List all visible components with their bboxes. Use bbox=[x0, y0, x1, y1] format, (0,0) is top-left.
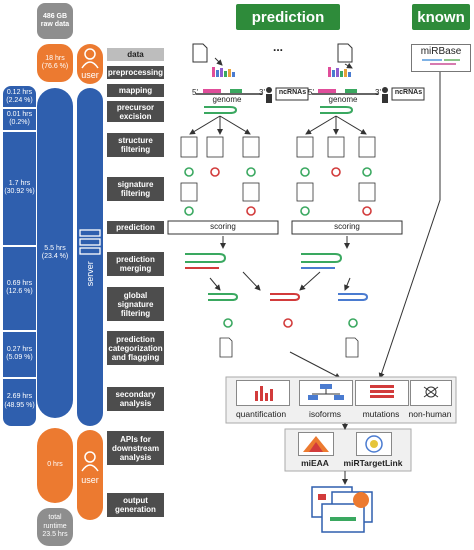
user-icon-bottom bbox=[81, 451, 99, 472]
genome-5-prime: 5' bbox=[192, 88, 198, 97]
output-cards bbox=[311, 486, 373, 533]
server-icon bbox=[79, 229, 101, 255]
step-time-bar: 0.12 hrs (2.24 %) 0.01 hrs (0.2%) 1.7 hr… bbox=[3, 86, 36, 426]
precursor-glyph bbox=[204, 106, 354, 114]
ncrnas-label: ncRNAs bbox=[394, 89, 423, 96]
scoring-label: scoring bbox=[334, 222, 360, 231]
global-signature-glyph bbox=[208, 293, 369, 301]
mieaa-card bbox=[298, 432, 334, 456]
genome-label: genome bbox=[212, 95, 242, 104]
user-icon bbox=[81, 48, 99, 69]
scoring-label: scoring bbox=[210, 222, 236, 231]
ncrna-icon bbox=[266, 87, 272, 103]
structure-filter-column bbox=[180, 136, 376, 158]
known-header: known bbox=[412, 4, 470, 30]
total-runtime-badge: total runtime 23.5 hrs bbox=[37, 508, 73, 546]
server-actor: server bbox=[77, 88, 103, 426]
segment-categorization: 0.27 hrs (5.09 %) bbox=[6, 345, 33, 362]
user-actor-label-bottom: user bbox=[81, 475, 99, 485]
mutations-card bbox=[355, 380, 409, 406]
bar-chart-icon bbox=[255, 386, 273, 401]
mirbase-label: miRBase bbox=[420, 46, 462, 57]
segment-preprocessing: 0.12 hrs (2.24 %) bbox=[6, 88, 33, 105]
ellipsis: ... bbox=[272, 40, 283, 54]
non-human-label: non-human bbox=[408, 409, 452, 419]
mirbase-reads-icon bbox=[422, 59, 460, 65]
reads-glyph bbox=[328, 67, 351, 77]
ncrna-icon bbox=[382, 87, 388, 103]
user-time-bar: 18 hrs (76.6 %) bbox=[37, 44, 73, 82]
segment-filtering: 1.7 hrs (30.92 %) bbox=[4, 179, 35, 196]
step-prediction-categorization: prediction categorization and flagging bbox=[107, 331, 164, 365]
mutations-label: mutations bbox=[362, 409, 400, 419]
user-actor-bottom: user bbox=[77, 430, 103, 520]
user-time-label: 18 hrs (76.6 %) bbox=[41, 54, 69, 71]
raw-data-label: 486 GB raw data bbox=[40, 12, 70, 29]
user-actor-top: user bbox=[77, 44, 103, 84]
segment-secondary: 2.69 hrs (48.95 %) bbox=[4, 393, 35, 409]
mieaa-label: miEAA bbox=[301, 458, 329, 468]
step-output-generation: output generation bbox=[107, 493, 164, 517]
mirbase-box: miRBase bbox=[411, 44, 471, 72]
genome-label: genome bbox=[328, 95, 358, 104]
reads-glyph bbox=[212, 67, 235, 77]
step-apis-downstream: APIs for downstream analysis bbox=[107, 431, 164, 465]
genome-3-prime: 3' bbox=[375, 88, 381, 97]
ncrnas-label: ncRNAs bbox=[278, 89, 307, 96]
mirtargetlink-card bbox=[356, 432, 392, 456]
server-actor-label: server bbox=[84, 261, 95, 287]
step-global-signature-filtering: global signature filtering bbox=[107, 287, 164, 321]
user-actor-label: user bbox=[81, 70, 99, 80]
user-time-bar-bottom: 0 hrs bbox=[37, 428, 73, 503]
quantification-card bbox=[236, 380, 290, 406]
quantification-label: quantification bbox=[235, 409, 287, 419]
data-file-icon bbox=[337, 43, 353, 63]
bug-icon bbox=[423, 386, 439, 398]
mirtargetlink-icon bbox=[365, 435, 383, 453]
raw-data-badge: 486 GB raw data bbox=[37, 3, 73, 39]
step-precursor-excision: precursor excision bbox=[107, 101, 164, 122]
mieaa-icon bbox=[303, 436, 329, 452]
signature-filter-column bbox=[180, 182, 376, 202]
server-total-bar: 5.5 hrs (23.4 %) bbox=[37, 88, 73, 418]
mirtargetlink-label: miRTargetLink bbox=[343, 458, 403, 468]
categorization-doc-icon bbox=[219, 337, 359, 358]
mutation-icon bbox=[370, 385, 394, 398]
server-total-label: 5.5 hrs (23.4 %) bbox=[41, 244, 69, 261]
step-structure-filtering: structure filtering bbox=[107, 133, 164, 157]
segment-mapping: 0.01 hrs (0.2%) bbox=[6, 110, 33, 127]
segment-merging: 0.69 hrs (12.6 %) bbox=[6, 279, 33, 296]
step-prediction: prediction bbox=[107, 221, 164, 234]
total-runtime-label: total runtime 23.5 hrs bbox=[42, 514, 68, 539]
prediction-header: prediction bbox=[236, 4, 340, 30]
user-time-label-bottom: 0 hrs bbox=[47, 461, 63, 469]
step-signature-filtering: signature filtering bbox=[107, 177, 164, 201]
non-human-card bbox=[410, 380, 452, 406]
merged-prediction-glyph bbox=[185, 253, 343, 269]
step-prediction-merging: prediction merging bbox=[107, 252, 164, 276]
genome-3-prime: 3' bbox=[259, 88, 265, 97]
step-preprocessing: preprocessing bbox=[107, 66, 164, 79]
genome-5-prime: 5' bbox=[308, 88, 314, 97]
data-file-icon bbox=[192, 43, 208, 63]
isoforms-label: isoforms bbox=[308, 409, 342, 419]
step-data: data bbox=[107, 48, 164, 61]
step-mapping: mapping bbox=[107, 84, 164, 97]
step-secondary-analysis: secondary analysis bbox=[107, 387, 164, 411]
isoforms-card bbox=[299, 380, 353, 406]
tree-icon bbox=[308, 384, 344, 400]
